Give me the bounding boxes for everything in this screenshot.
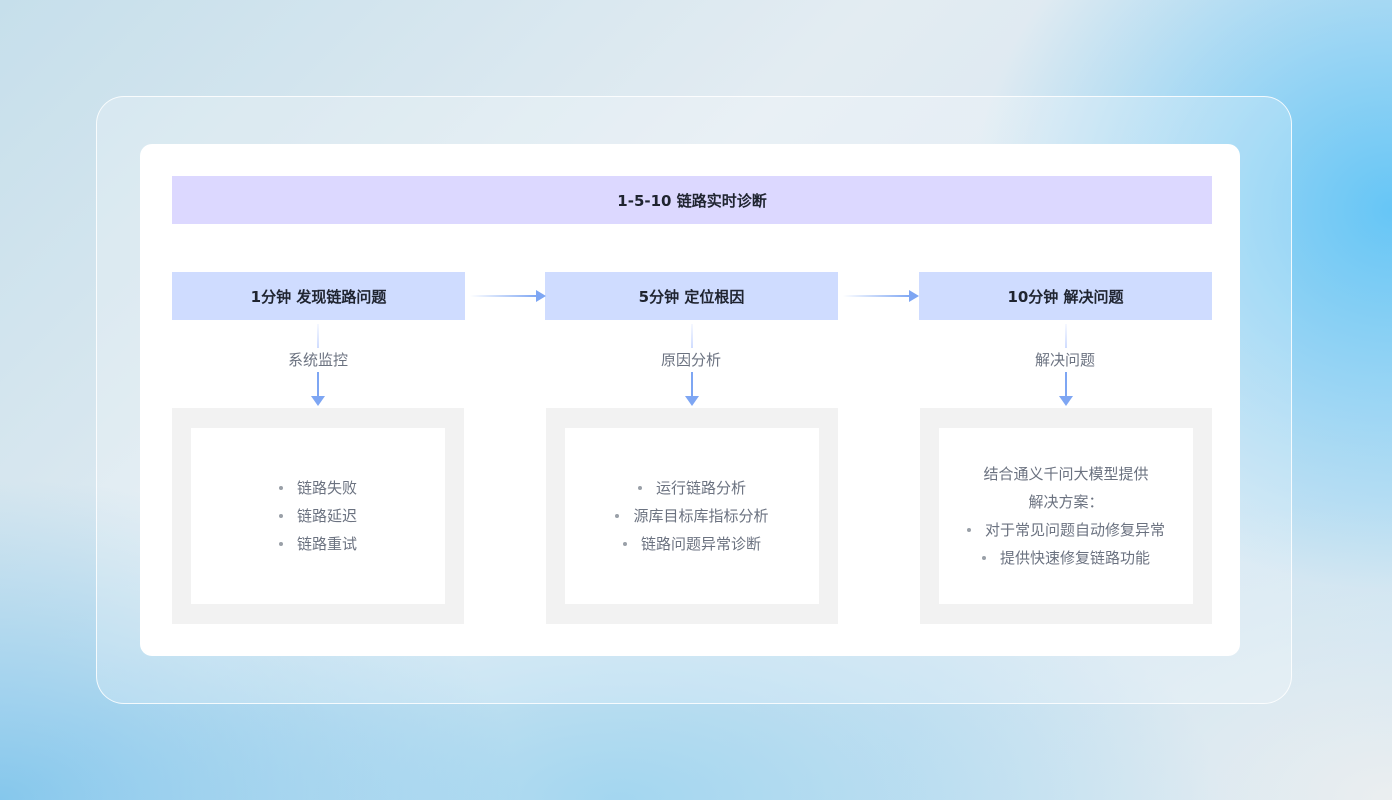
- bullet-icon: [622, 542, 627, 546]
- bullet-icon: [278, 486, 283, 490]
- arrow-down-icon: [1059, 372, 1073, 406]
- list-item: 运行链路分析: [637, 474, 746, 502]
- step-1-detail-box: 链路失败 链路延迟 链路重试: [172, 408, 464, 624]
- detail-intro-line: 解决方案：: [1028, 493, 1104, 511]
- step-2-detail-box: 运行链路分析 源库目标库指标分析 链路问题异常诊断: [546, 408, 838, 624]
- step-3-detail-list: 结合通义千问大模型提供 解决方案： 对于常见问题自动修复异常 提供快速修复链路功…: [939, 428, 1193, 604]
- connector-line: [1065, 324, 1067, 348]
- bullet-icon: [615, 514, 620, 518]
- list-item: 提供快速修复链路功能: [981, 544, 1150, 572]
- list-item: 链路问题异常诊断: [622, 530, 761, 558]
- bullet-icon: [966, 528, 971, 532]
- connector-line: [317, 324, 319, 348]
- arrow-down-icon: [685, 372, 699, 406]
- detail-intro-line: 结合通义千问大模型提供: [983, 465, 1149, 483]
- step-3-header: 10分钟 解决问题: [919, 272, 1212, 320]
- bullet-icon: [278, 514, 283, 518]
- list-item: 链路失败: [278, 474, 357, 502]
- list-item: 链路延迟: [278, 502, 357, 530]
- step-2-stage-label: 原因分析: [660, 351, 721, 369]
- list-item: 对于常见问题自动修复异常: [966, 516, 1165, 544]
- step-3-stage-label: 解决问题: [1034, 351, 1095, 369]
- arrow-right-icon: [470, 290, 546, 302]
- arrow-right-icon: [843, 290, 919, 302]
- diagram-title: 1-5-10 链路实时诊断: [172, 176, 1212, 224]
- step-1-detail-list: 链路失败 链路延迟 链路重试: [191, 428, 445, 604]
- step-1-header: 1分钟 发现链路问题: [172, 272, 465, 320]
- step-2-detail-list: 运行链路分析 源库目标库指标分析 链路问题异常诊断: [565, 428, 819, 604]
- arrow-down-icon: [311, 372, 325, 406]
- list-item: 源库目标库指标分析: [615, 502, 769, 530]
- step-3-detail-box: 结合通义千问大模型提供 解决方案： 对于常见问题自动修复异常 提供快速修复链路功…: [920, 408, 1212, 624]
- bullet-icon: [637, 486, 642, 490]
- step-1-stage-label: 系统监控: [287, 351, 348, 369]
- connector-line: [691, 324, 693, 348]
- diagram-card: 1-5-10 链路实时诊断 1分钟 发现链路问题 5分钟 定位根因 10分钟 解…: [140, 144, 1240, 656]
- list-item: 链路重试: [278, 530, 357, 558]
- bullet-icon: [981, 556, 986, 560]
- step-2-header: 5分钟 定位根因: [545, 272, 838, 320]
- bullet-icon: [278, 542, 283, 546]
